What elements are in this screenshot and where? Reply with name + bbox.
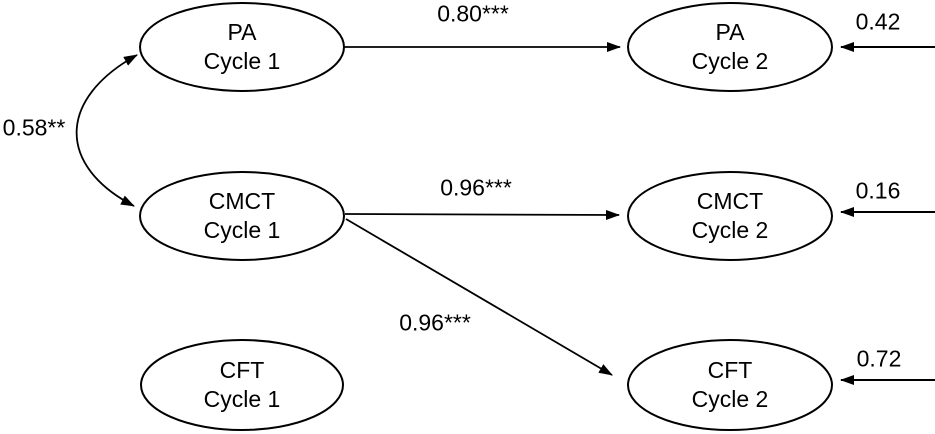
node-label-pa-cycle2: PA Cycle 2 [692,18,769,76]
path-arrow-cmct1-to-cmct2 [344,209,620,220]
path-arrow-cmct1-to-cft2 [345,218,613,376]
node-ellipse-pa-cycle1 [139,2,345,92]
node-label-line2: Cycle 1 [203,386,281,412]
coefficient-label-cmct1-cmct2: 0.96*** [440,174,512,201]
node-label-cft-cycle1: CFT Cycle 1 [204,356,281,414]
node-label-line1: PA [227,19,257,45]
node-ellipse-cft-cycle1 [140,339,344,431]
node-label-cmct-cycle1: CMCT Cycle 1 [204,187,281,245]
node-label-line1: PA [715,19,745,45]
node-label-cmct-cycle2: CMCT Cycle 2 [692,187,769,245]
node-label-line2: Cycle 1 [203,48,281,74]
node-label-line2: Cycle 2 [691,217,769,243]
covariance-arc-pa1-cmct1 [75,54,138,207]
node-ellipse-pa-cycle2 [627,2,833,92]
node-label-line1: CMCT [696,188,764,214]
residual-label-cmct2: 0.16 [855,177,901,204]
node-label-line1: CFT [219,357,265,383]
node-label-pa-cycle1: PA Cycle 1 [204,18,281,76]
node-label-line1: CMCT [208,188,276,214]
node-label-line2: Cycle 2 [691,48,769,74]
node-label-line2: Cycle 2 [691,386,769,412]
node-ellipse-cmct-cycle2 [627,171,833,261]
residual-label-cft2: 0.72 [856,345,902,372]
coefficient-label-cmct1-cft2: 0.96*** [399,309,471,336]
residual-label-pa2: 0.42 [855,8,901,35]
node-label-line2: Cycle 1 [203,217,281,243]
node-label-cft-cycle2: CFT Cycle 2 [692,356,769,414]
coefficient-label-pa1-pa2: 0.80*** [437,0,509,27]
node-ellipse-cmct-cycle1 [139,171,345,261]
node-ellipse-cft-cycle2 [627,339,833,431]
node-label-line1: CFT [707,357,753,383]
covariance-label-pa1-cmct1: 0.58** [2,114,66,141]
